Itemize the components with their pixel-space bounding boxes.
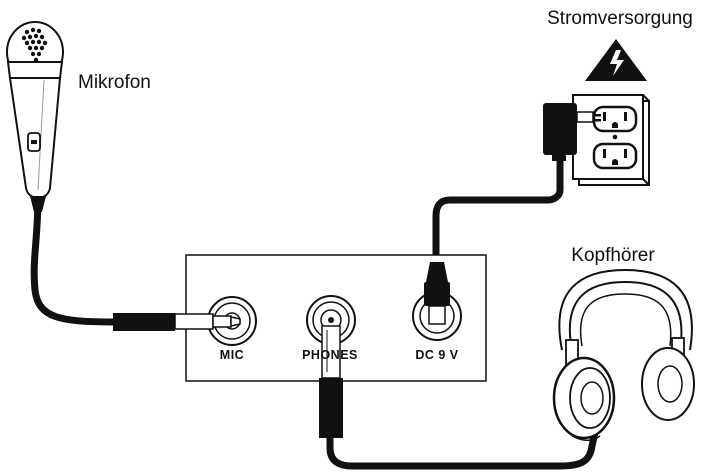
microphone-label: Mikrofon — [78, 72, 151, 93]
wall-outlet-icon — [572, 94, 650, 186]
mic-jack-label: MIC — [220, 348, 244, 362]
dc-jack-label: DC 9 V — [415, 348, 458, 362]
headphone-plug — [319, 325, 343, 438]
mic-plug — [113, 313, 241, 331]
phones-jack-label: PHONES — [302, 348, 358, 362]
headphones-icon — [552, 268, 695, 442]
microphone-cable — [30, 191, 119, 326]
power-cable — [432, 158, 564, 270]
headphone-cable — [326, 424, 600, 470]
power-supply-label: Stromversorgung — [547, 8, 693, 29]
microphone-icon — [6, 21, 64, 212]
headphones-label: Kopfhörer — [571, 245, 655, 266]
power-adapter-icon — [543, 103, 601, 161]
dc-plug — [424, 262, 450, 325]
high-voltage-warning-icon — [585, 39, 647, 81]
